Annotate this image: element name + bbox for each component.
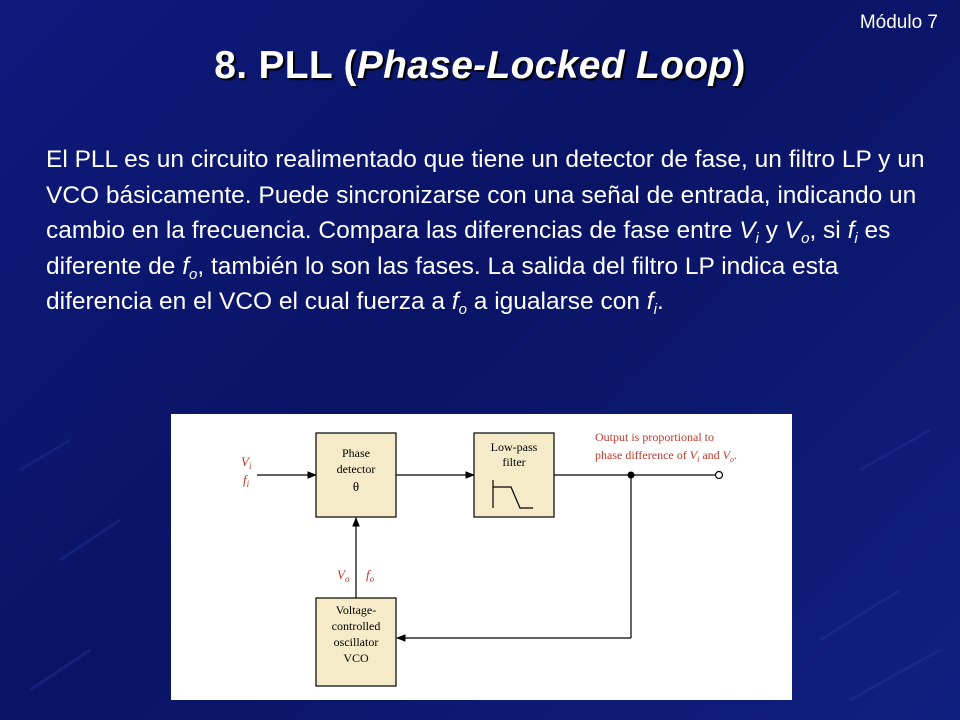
body-text-segment: , también lo son las fases. La salida de… [46,252,839,316]
pll-diagram-svg: Vi fi Phase detector θ Low-pass filter O… [241,430,737,687]
symbol-sub-i: i [653,301,657,318]
filter-response-icon [492,480,533,509]
symbol-f: f [847,217,855,244]
pll-block-diagram: Vi fi Phase detector θ Low-pass filter O… [171,414,792,700]
symbol-sub-i: i [854,230,858,247]
phase-detector-label: Phase [342,446,370,460]
title-prefix: 8. PLL ( [214,44,357,87]
filter-label: filter [502,455,525,469]
symbol-f: f [182,252,190,280]
module-label: Módulo 7 [859,12,938,33]
body-text-segment: . [656,288,664,315]
symbol-sub-o: o [801,230,810,247]
symbol-f: f [451,288,459,315]
input-f-label: fi [243,472,250,489]
feedback-v-label: Vo [337,567,350,584]
slide-title: 8. PLL (Phase-Locked Loop) [0,44,960,88]
input-v-label: Vi [241,454,252,471]
title-italic: Phase-Locked Loop [356,44,733,87]
symbol-f: f [646,288,654,315]
symbol-v: V [784,217,802,244]
title-suffix: ) [732,44,746,87]
phase-detector-label: detector [337,462,376,476]
body-text-segment: a igualarse con [467,288,647,315]
symbol-sub-o: o [458,301,467,318]
output-note: phase difference of Vi and Vo. [595,448,737,464]
filter-label: Low-pass [491,440,538,454]
feedback-f-label: fo [366,567,375,584]
body-text-segment: es diferente de [46,217,891,280]
vco-label: VCO [343,651,369,665]
output-terminal [714,470,724,480]
symbol-sub-i: i [755,230,759,247]
body-paragraph: El PLL es un circuito realimentado que t… [46,142,926,320]
vco-label: oscillator [334,635,379,649]
symbol-sub-o: o [189,265,198,283]
body-text-segment: El PLL es un circuito realimentado que t… [46,146,925,244]
vco-label: Voltage- [336,603,376,617]
output-note: Output is proportional to [595,430,714,444]
symbol-v: V [739,217,756,244]
body-text-segment: , si [809,217,848,244]
body-text-segment: y [758,217,785,244]
vco-block [315,597,397,687]
vco-label: controlled [332,619,381,633]
theta-symbol: θ [353,479,359,494]
